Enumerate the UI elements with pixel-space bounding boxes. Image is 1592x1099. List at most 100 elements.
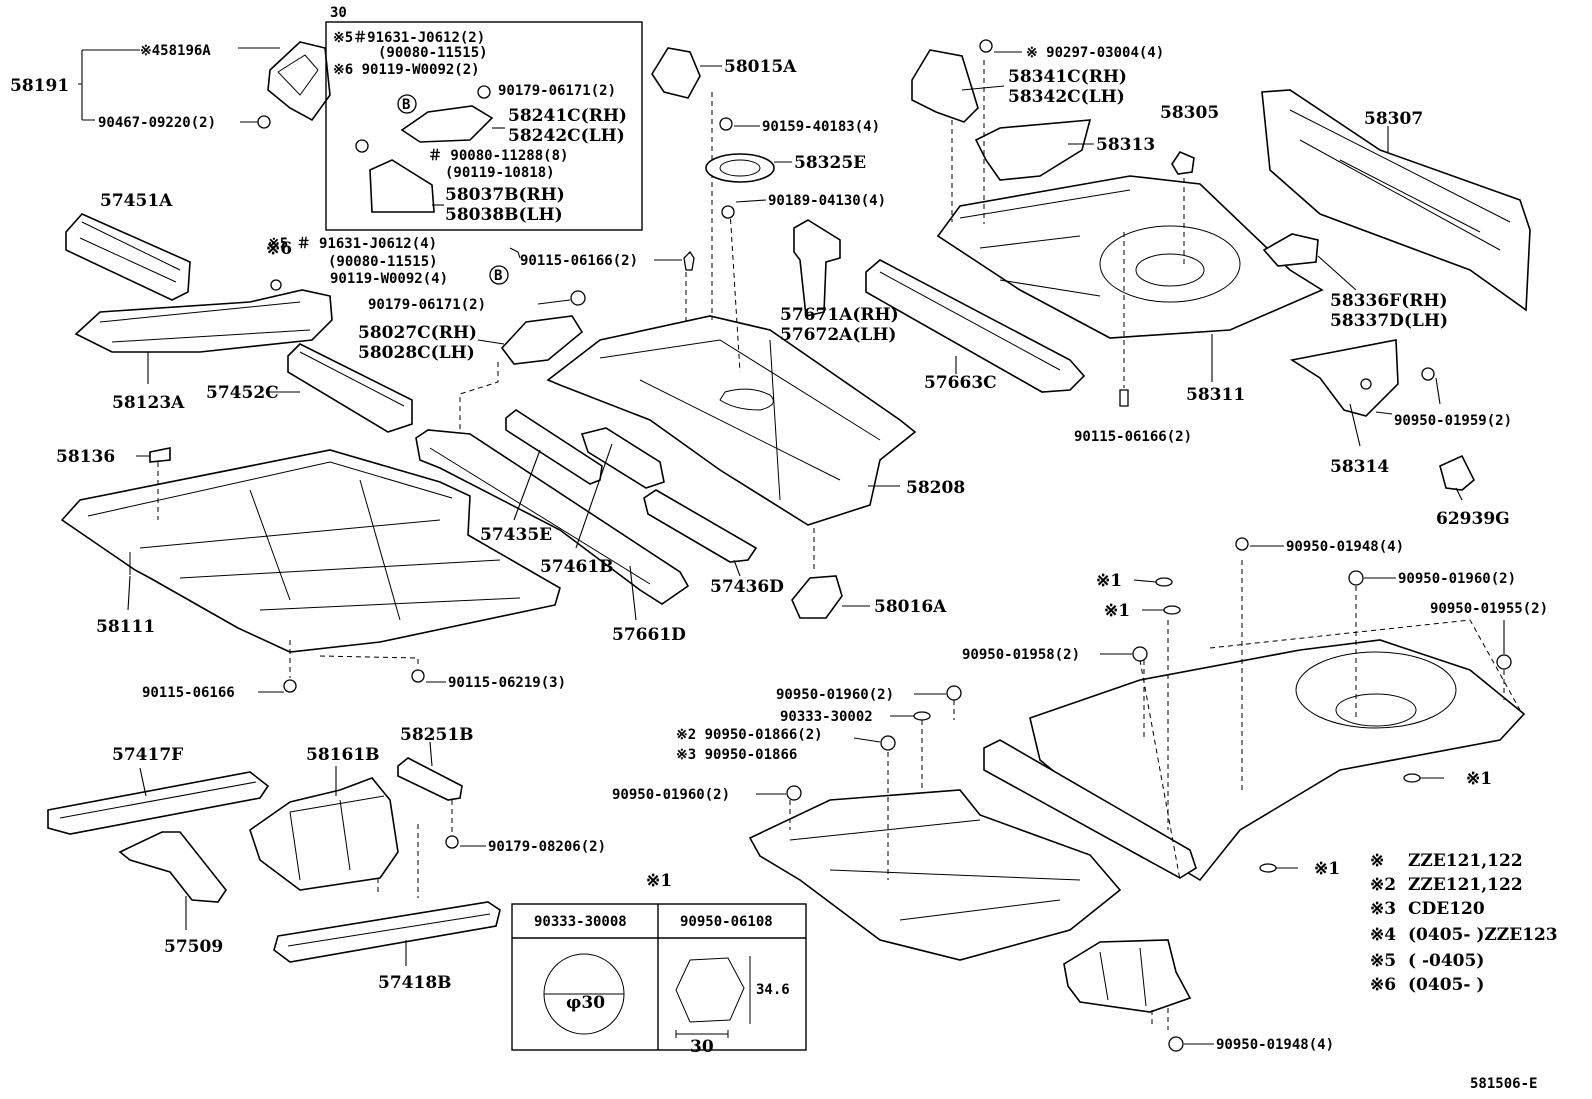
floor-assy-spare-well [1295, 651, 1457, 729]
member-57417F-detail [59, 781, 257, 819]
label-90950-01960b: 90950-01960(2) [776, 687, 894, 703]
bracket-57671A [793, 219, 841, 317]
spec-table-dim-w: 30 [690, 1037, 714, 1057]
member-57661D [415, 429, 690, 605]
diagram-id: 581506-E [1470, 1076, 1537, 1092]
leader-57461B [575, 443, 613, 549]
member-57452C [287, 343, 413, 433]
label-90159: 90159-40183(4) [762, 119, 880, 135]
spec-table-col1: 90333-30008 [534, 914, 627, 930]
floor-58208 [546, 315, 917, 526]
label-458196A: ※458196A [140, 43, 211, 59]
floor-assy-rear [1029, 639, 1526, 882]
member-57418B-detail [287, 913, 491, 947]
member-57418B [273, 901, 501, 963]
bracket-58314 [1289, 339, 1399, 417]
plug-1a [1155, 577, 1173, 587]
label-2: ※2 90950-01866(2) [676, 727, 823, 743]
member-57436D [643, 489, 758, 563]
label-58337D: 58337D(LH) [1330, 311, 1448, 331]
leader-58314 [1349, 403, 1361, 447]
legend-mark-3: ※4 [1370, 925, 1396, 945]
dash-58111 [157, 462, 419, 678]
bracket-58015A [651, 47, 701, 99]
inset-line-3: ※6 90119-W0092(2) [333, 62, 480, 78]
label-58314: 58314 [1330, 457, 1389, 477]
inset-line-4: 90179-06171(2) [498, 83, 616, 99]
dash-bottom-left [377, 800, 453, 898]
spec-table [511, 903, 807, 1051]
label-3: ※3 90950-01866 [676, 747, 797, 763]
panel-58307-detail [1289, 109, 1511, 251]
label-58111: 58111 [96, 617, 155, 637]
member-58123A-detail [99, 301, 311, 343]
plug-90950-01960c [786, 785, 802, 801]
plug-hex-dim-lines [675, 956, 751, 1038]
label-90950-01955: 90950-01955(2) [1430, 601, 1548, 617]
label-6b: ※6 [266, 239, 292, 259]
clip-58136 [149, 447, 171, 463]
leader-90950-01959 [1375, 377, 1441, 415]
member-58161B [249, 777, 399, 891]
member-57452C-detail [299, 351, 405, 407]
leader-58027C [477, 339, 505, 345]
legend-mark-5: ※6 [1370, 975, 1396, 995]
legend-text-0: ZZE121,122 [1408, 851, 1523, 871]
label-57451A: 57451A [100, 191, 173, 211]
label-90115-06166b: 90115-06166(2) [520, 253, 638, 269]
label-57435E: 57435E [480, 525, 552, 545]
leader-57661D [629, 565, 637, 621]
nut-90179b [570, 290, 586, 306]
label-58341C: 58341C(RH) [1008, 67, 1127, 87]
inset-line-10: 58038B(LH) [445, 205, 563, 225]
inset-line-7: ＃ 90080-11288(8) [428, 148, 568, 164]
label-58016A: 58016A [874, 597, 947, 617]
spare-well-58311 [1099, 225, 1241, 303]
label-58015A: 58015A [724, 57, 797, 77]
label-90119b: 90119-W0092(4) [330, 271, 448, 287]
label-91631b: ※5 ＃ 91631-J0612(4) [268, 236, 437, 252]
member-57663C [865, 259, 1086, 393]
bolt-90115-06166b [683, 250, 695, 271]
inset-line-8: (90119-10818) [445, 165, 555, 181]
inset-line-5: 58241C(RH) [508, 106, 627, 126]
label-58208: 58208 [906, 478, 965, 498]
panel-58307 [1261, 89, 1531, 312]
plug-90950-01866 [880, 735, 896, 751]
label-57671A: 57671A(RH) [780, 305, 899, 325]
label-57417F: 57417F [112, 745, 183, 765]
bracket-58341C [911, 49, 979, 123]
label-58307: 58307 [1364, 109, 1423, 129]
plug-90950-01948b [1168, 1036, 1184, 1052]
bolt-90115-06166a [283, 679, 297, 693]
inset-box [325, 21, 643, 231]
label-1d: ※1 [1314, 859, 1340, 879]
label-90333-30002: 90333-30002 [780, 709, 873, 725]
dash-58311 [951, 60, 1185, 388]
leader-58111 [127, 575, 131, 611]
label-90189: 90189-04130(4) [768, 193, 886, 209]
badge-b-main [489, 265, 509, 285]
label-58325E: 58325E [794, 153, 866, 173]
arrow-b-main [509, 247, 521, 259]
legend-text-2: CDE120 [1408, 899, 1485, 919]
leader-90950-01866 [853, 737, 881, 743]
floor-assy-front-detail [789, 819, 1081, 921]
plug-90950-01948a [1235, 537, 1249, 551]
legend-text-1: ZZE121,122 [1408, 875, 1523, 895]
legend-mark-4: ※5 [1370, 951, 1396, 971]
bracket-58016A [791, 575, 843, 619]
legend-text-5: (0405- ) [1408, 975, 1484, 995]
floor-assy-front [748, 789, 1122, 961]
bracket-58037B [369, 159, 435, 213]
leader-90179b [537, 299, 571, 305]
legend-text-4: ( -0405) [1408, 951, 1484, 971]
member-57417F [47, 771, 270, 835]
bolt-90467 [257, 115, 271, 129]
member-57509 [118, 831, 227, 903]
bolt-90080 [355, 139, 369, 153]
floor-assy-member [983, 739, 1197, 879]
bolt-58314 [1360, 378, 1372, 390]
inset-line-9: 58037B(RH) [445, 185, 565, 205]
plug-90950-01959 [1421, 367, 1435, 381]
